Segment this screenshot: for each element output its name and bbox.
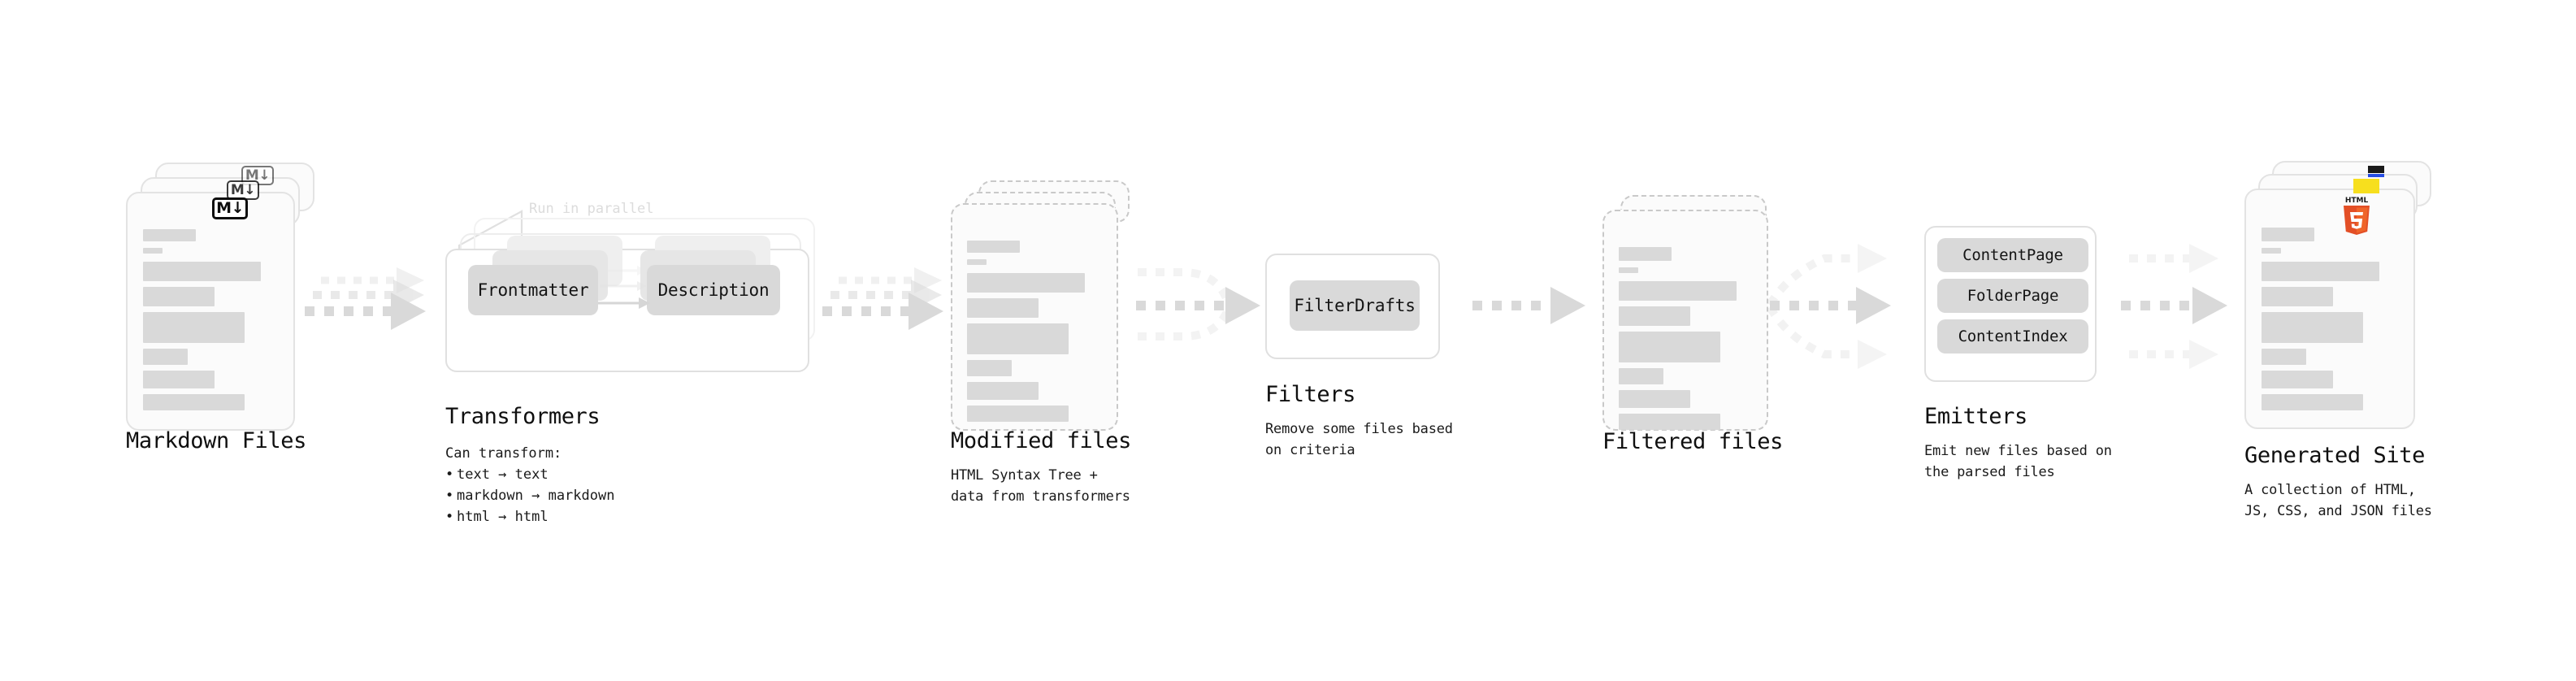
placeholder-bar xyxy=(2262,312,2363,343)
emitter-chip-contentindex[interactable]: ContentIndex xyxy=(1937,319,2088,354)
placeholder-bar xyxy=(2262,349,2306,365)
placeholder-bar xyxy=(143,262,261,281)
placeholder-bar xyxy=(143,394,245,410)
placeholder-bar xyxy=(2262,371,2333,388)
placeholder-bar xyxy=(967,406,1069,422)
generated-site-stack: HTML xyxy=(2244,161,2448,429)
stage-title-filters: Filters xyxy=(1265,382,1355,407)
emitter-chip-folderpage[interactable]: FolderPage xyxy=(1937,279,2088,313)
placeholder-bar xyxy=(967,298,1039,318)
transformers-lead: Can transform: xyxy=(445,445,562,462)
markdown-files-stack: M↓ M↓ M↓ xyxy=(126,163,321,431)
stage-title-generated-site: Generated Site xyxy=(2244,443,2425,468)
stage-title-markdown-files: Markdown Files xyxy=(126,428,306,453)
html5-icon: HTML xyxy=(2344,197,2370,235)
placeholder-bar xyxy=(2262,228,2314,241)
css3-icon xyxy=(2368,166,2384,177)
placeholder-bar xyxy=(143,229,196,241)
stage-subtitle-generated-site: A collection of HTML, JS, CSS, and JSON … xyxy=(2244,482,2432,519)
placeholder-bar xyxy=(967,360,1012,376)
placeholder-bar xyxy=(143,371,215,388)
markdown-badge: M↓ xyxy=(212,197,248,219)
transformer-bullet: markdown → markdown xyxy=(445,485,614,506)
filter-chip-filterdrafts[interactable]: FilterDrafts xyxy=(1290,280,1420,331)
emitters-box: ContentPage FolderPage ContentIndex xyxy=(1924,226,2097,382)
markdown-badge-mid: M↓ xyxy=(227,180,259,200)
placeholder-bar xyxy=(1619,306,1690,326)
css3-badge xyxy=(2366,166,2386,177)
filters-box: FilterDrafts xyxy=(1265,254,1440,359)
transformers-stack: . . . . Frontmatter Description xyxy=(445,218,827,380)
transformer-inner-arrows xyxy=(598,266,650,309)
stage-subtitle-modified-files: HTML Syntax Tree + data from transformer… xyxy=(951,467,1130,505)
svg-text:HTML: HTML xyxy=(2345,197,2369,205)
placeholder-bar xyxy=(2262,394,2363,410)
run-in-parallel-label: Run in parallel xyxy=(529,201,654,217)
stage-title-emitters: Emitters xyxy=(1924,404,2027,429)
stage-subtitle-emitters: Emit new files based on the parsed files xyxy=(1924,443,2112,480)
placeholder-bar xyxy=(967,382,1039,400)
javascript-badge xyxy=(2353,179,2379,193)
generated-sheet-front xyxy=(2244,189,2415,429)
placeholder-bar xyxy=(967,323,1069,354)
transformer-bullet: html → html xyxy=(445,506,614,527)
placeholder-bar xyxy=(1619,414,1720,430)
placeholder-bar xyxy=(143,248,163,254)
placeholder-bar xyxy=(967,259,987,265)
placeholder-bar xyxy=(143,312,245,343)
placeholder-bar xyxy=(967,241,1020,253)
placeholder-bar xyxy=(1619,267,1638,273)
placeholder-bar xyxy=(143,287,215,306)
placeholder-bar xyxy=(1619,281,1737,301)
placeholder-bar xyxy=(1619,368,1663,384)
modified-files-stack xyxy=(951,180,1146,431)
stage-title-filtered-files: Filtered files xyxy=(1602,429,1783,454)
placeholder-bar xyxy=(1619,247,1672,261)
transformer-chip-frontmatter[interactable]: Frontmatter xyxy=(468,265,598,315)
transformers-bullets: Can transform: text → text markdown → ma… xyxy=(445,443,614,527)
transformer-chip-description[interactable]: Description xyxy=(647,265,780,315)
placeholder-bar xyxy=(2262,287,2333,306)
placeholder-bar xyxy=(1619,390,1690,408)
placeholder-bar xyxy=(2262,248,2281,254)
placeholder-bar xyxy=(2262,262,2379,281)
placeholder-bar xyxy=(967,273,1085,293)
transformer-bullet: text → text xyxy=(445,464,614,485)
stage-title-modified-files: Modified files xyxy=(951,428,1131,453)
placeholder-bar xyxy=(143,349,188,365)
emitter-chip-contentpage[interactable]: ContentPage xyxy=(1937,238,2088,272)
stage-title-transformers: Transformers xyxy=(445,404,601,429)
placeholder-bar xyxy=(1619,332,1720,362)
stage-subtitle-filters: Remove some files based on criteria xyxy=(1265,421,1453,458)
html5-badge: HTML xyxy=(2340,195,2374,236)
filtered-files-stack xyxy=(1602,195,1789,431)
